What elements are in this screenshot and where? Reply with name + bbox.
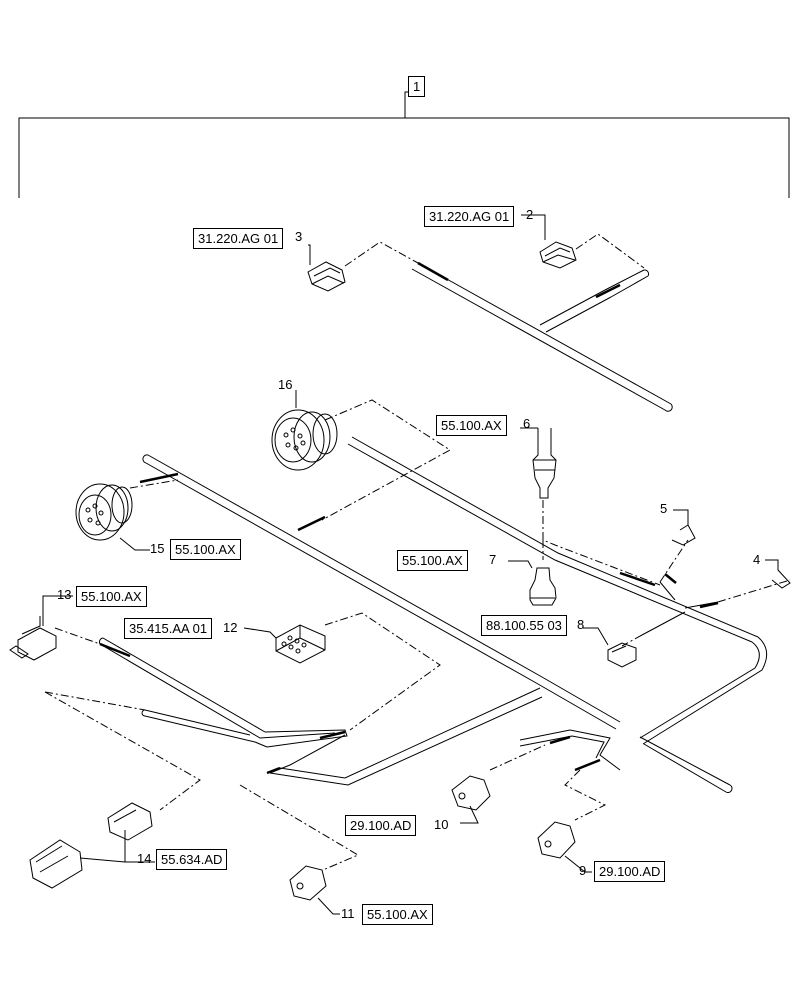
callout-9: 9: [579, 863, 587, 878]
callout-3: 3: [295, 229, 303, 244]
callout-14: 14: [137, 851, 152, 866]
boot-7: [508, 560, 557, 606]
ref-8[interactable]: 88.100.55 03: [481, 615, 567, 636]
callout-4: 4: [753, 552, 761, 567]
ref-15[interactable]: 55.100.AX: [170, 539, 241, 560]
ref-6[interactable]: 55.100.AX: [436, 415, 507, 436]
main-harness: [129, 436, 791, 793]
connector-14: [29, 802, 155, 889]
grommet-6: [520, 427, 557, 499]
assembly-bracket: [18, 91, 790, 198]
ref-12[interactable]: 35.415.AA 01: [124, 618, 213, 639]
ref-13[interactable]: 55.100.AX: [76, 586, 147, 607]
upper-harness: [344, 233, 673, 412]
callout-11: 11: [341, 906, 355, 921]
ref-2[interactable]: 31.220.AG 01: [424, 206, 515, 227]
connector-8: [583, 627, 637, 668]
lower-harness: [44, 612, 621, 871]
callout-15: 15: [150, 541, 165, 556]
connector-12: [243, 624, 326, 664]
connector-11: [289, 865, 340, 915]
callout-10: 10: [434, 817, 449, 832]
connector-3: [307, 244, 346, 292]
ref-10[interactable]: 29.100.AD: [345, 815, 417, 836]
callout-13: 13: [57, 587, 72, 602]
connector-9: [537, 821, 592, 873]
fastener-4: [765, 559, 791, 589]
connector-2: [521, 214, 577, 269]
ref-11[interactable]: 55.100.AX: [362, 904, 433, 925]
callout-5: 5: [660, 501, 668, 516]
ref-7[interactable]: 55.100.AX: [397, 550, 468, 571]
leader-16: [321, 399, 451, 521]
callout-16: 16: [278, 377, 293, 392]
connector-10: [451, 775, 491, 824]
fastener-5: [671, 509, 696, 546]
callout-1[interactable]: 1: [408, 76, 426, 97]
callout-6: 6: [523, 416, 531, 431]
ref-9[interactable]: 29.100.AD: [594, 861, 666, 882]
callout-2: 2: [526, 207, 534, 222]
callout-8: 8: [577, 617, 585, 632]
connector-15: [75, 483, 150, 551]
ref-3[interactable]: 31.220.AG 01: [193, 228, 284, 249]
connector-13: [9, 595, 73, 661]
ref-14[interactable]: 55.634.AD: [156, 849, 228, 870]
callout-12: 12: [223, 620, 238, 635]
connector-16: [271, 390, 338, 471]
callout-7: 7: [489, 552, 497, 567]
